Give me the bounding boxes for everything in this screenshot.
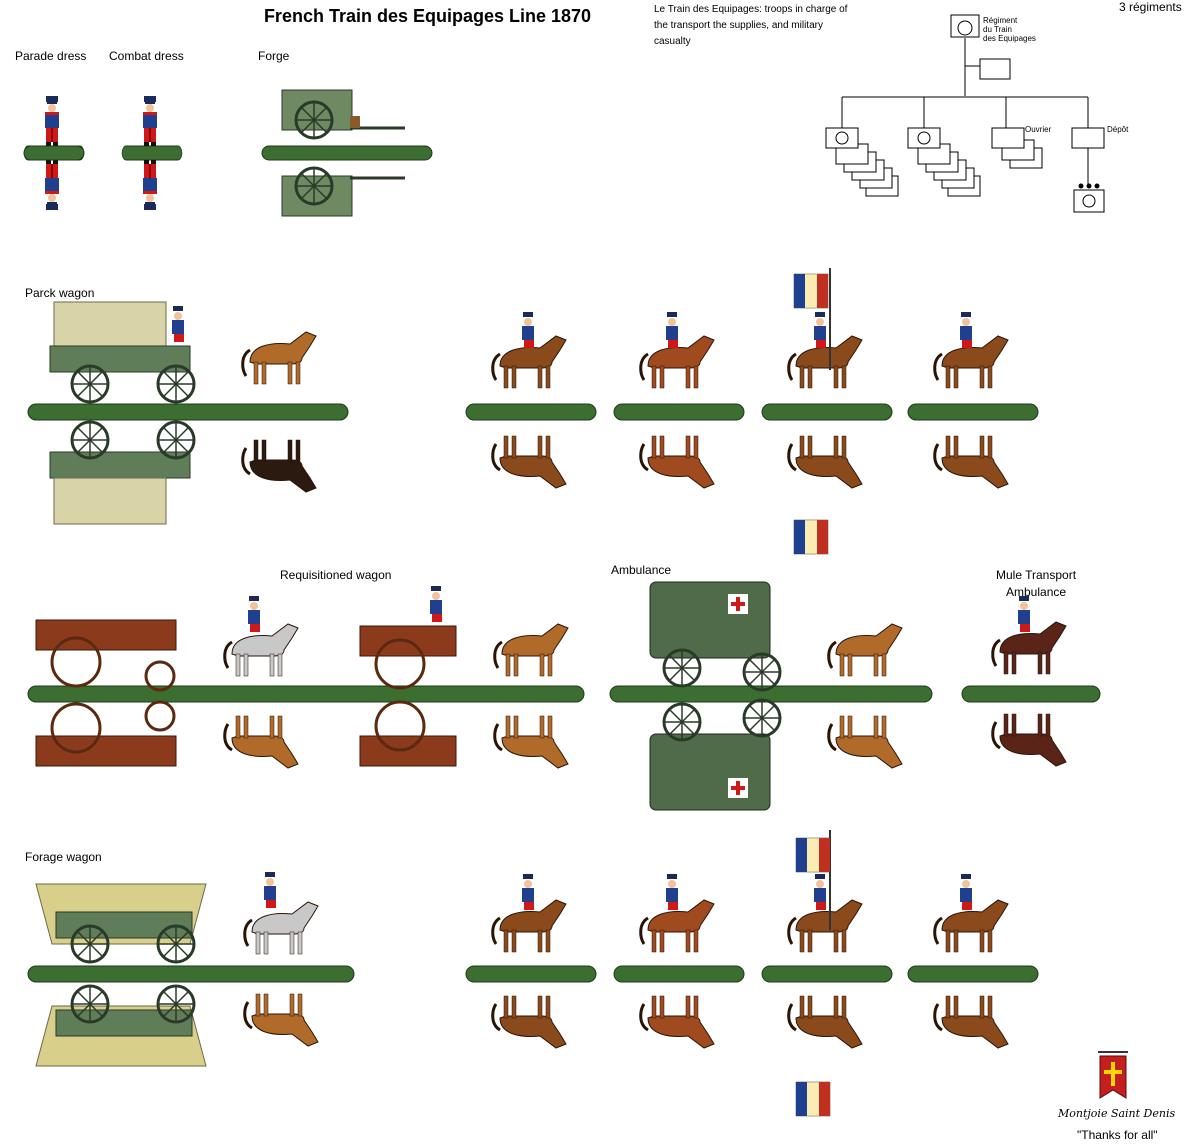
signature-thanks: "Thanks for all" (1077, 1128, 1158, 1142)
org-depot-label: Dépôt (1107, 125, 1129, 134)
label-parade-dress: Parade dress (15, 49, 87, 63)
forage-wagon-figure (27, 872, 355, 1067)
org-regiment-label-3: des Equipages (983, 34, 1036, 43)
ambulance-figure (609, 581, 933, 811)
mounted-troopers-row-2 (465, 830, 1039, 1117)
forge-figure (261, 89, 433, 217)
org-regiment-label-2: du Train (983, 25, 1012, 34)
label-forge: Forge (258, 49, 290, 63)
mule-transport-figure (961, 596, 1101, 768)
organization-chart (825, 14, 1105, 213)
regiment-count: 3 régiments (1119, 0, 1182, 14)
requisitioned-wagon-figure (27, 586, 585, 770)
label-ambulance: Ambulance (611, 563, 672, 577)
combat-dress-figure (121, 96, 183, 210)
label-combat-dress: Combat dress (109, 49, 184, 63)
parck-wagon-figure (27, 301, 349, 525)
montjoie-banner-logo (1098, 1051, 1128, 1099)
org-regiment-label-1: Régiment (983, 16, 1018, 25)
label-forage-wagon: Forage wagon (25, 850, 102, 864)
description-text: Le Train des Equipages: troops in charge… (654, 4, 848, 47)
label-requisitioned-wagon: Requisitioned wagon (280, 568, 392, 582)
label-mule-transport-line1: Mule Transport (996, 568, 1077, 582)
signature-motto: Montjoie Saint Denis (1058, 1107, 1176, 1120)
label-parck-wagon: Parck wagon (25, 286, 95, 300)
org-ouvrier-label: Ouvrier (1025, 125, 1052, 134)
mounted-troopers-row-1 (465, 268, 1039, 555)
page-title: French Train des Equipages Line 1870 (263, 6, 592, 26)
label-mule-transport-line2: Ambulance (1006, 585, 1067, 599)
label-mule-transport: Mule Transport Ambulance (996, 567, 1076, 601)
